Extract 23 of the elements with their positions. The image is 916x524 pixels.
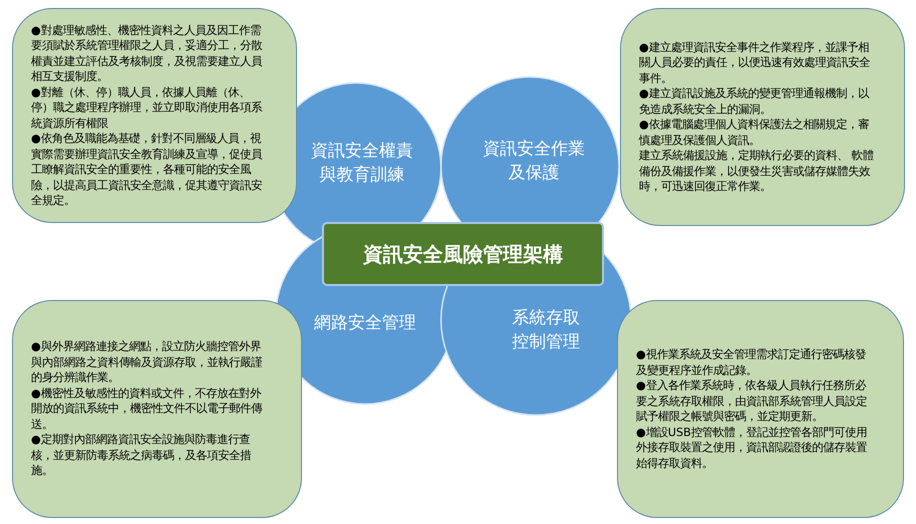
bullet-paragraph: ●登入各作業系統時，依各級人員執行任務所必要之系統存取權限，由資訊部系統管理人員設定賦予權限之帳號與密碼，並定期更新。 (636, 378, 868, 424)
bullet-paragraph: ●對離（休、停）職人員，依據人員離（休、停）職之處理程序辦理，並立即取消使用各項系統資源所有權限 (31, 84, 264, 131)
bullet-paragraph: ●對處理敏感性、機密性資料之人員及因工作需要須賦於系統管理權限之人員，妥適分工，分散權責並建立評估及考核制度，及視需要建立人員相互支援制度。 (31, 22, 263, 84)
bullet-paragraph: ●建立資訊設施及系統的變更管理通報機制，以免造成系統安全上的漏洞。 (639, 86, 870, 117)
bullet-paragraph: ●建立處理資訊安全事件之作業程序，並課予相關人員必要的責任，以便迅速有效處理資訊安全事件。 (639, 40, 871, 86)
bullet-paragraph: ●依角色及職能為基礎，針對不同層級人員，視實際需要辦理資訊安全教育訓練及宣導，促使員工瞭解資訊安全的重要性，各種可能的安全風險，以提高員工資訊安全意識，促其遵守資訊安全規定。 (31, 131, 263, 208)
bullet-paragraph: ●定期對內部網路資訊安全設施與防毒進行查核，並更新防毒系統之病毒碼，及各項安全措施。 (31, 432, 252, 479)
bullet-paragraph: ●機密性及敏感性的資料或文件，不存放在對外開放的資訊系統中，機密性文件不以電子郵件傳送。 (31, 386, 263, 432)
text-panel (617, 300, 904, 518)
bullet-paragraph: ●與外界網路連接之網點，設立防火牆控管外界與內部網路之資料傳輸及資源存取，並執行嚴謹的身分辨識作業。 (31, 339, 263, 386)
text-panel (620, 8, 905, 226)
topic-label: 資訊安全作業及保護 (483, 138, 585, 185)
topic-label: 系統存取控制管理 (512, 307, 580, 354)
bullet-paragraph: 建立系統備援設施，定期執行必要的資料、 軟體備份及備援作業，以便發生災害或儲存媒體失效時，可迅速回復正常作業。 (639, 148, 874, 194)
title-text: 資訊安全風險管理架構 (363, 240, 563, 268)
text-panel (12, 300, 302, 518)
topic-label: 網路安全管理 (313, 312, 417, 335)
text-panel (12, 8, 297, 223)
bullet-paragraph: ●增設USB控管軟體，登記並控管各部門可使用外接存取裝置之使用，資訊部認證後的儲存裝置始得存取資料。 (636, 424, 868, 471)
bullet-paragraph: ●視作業系統及安全管理需求訂定通行密碼核發及變更程序並作成記錄。 (636, 347, 867, 378)
bullet-paragraph: ●依據電腦處理個人資料保護法之相關規定，審慎處理及保護個人資訊。 (639, 117, 870, 148)
topic-label: 資訊安全權責與教育訓練 (311, 140, 413, 187)
title-box (322, 222, 604, 286)
